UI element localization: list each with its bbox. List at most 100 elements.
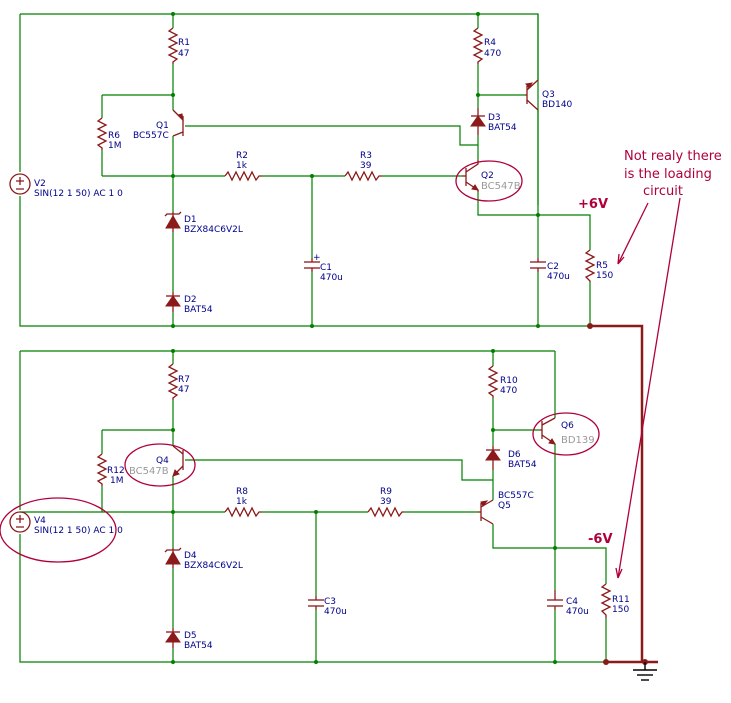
c4-capacitor: C4 470u (547, 590, 589, 617)
bottom-output-label: -6V (588, 532, 613, 547)
d1-zener: D1 BZX84C6V2L (164, 211, 243, 235)
r4-name: R4 (484, 38, 496, 48)
r2-value: 1k (236, 161, 248, 171)
d5-value: BAT54 (184, 641, 213, 651)
c4-name: C4 (566, 597, 578, 607)
d6-name: D6 (508, 450, 521, 460)
r11-resistor: R11 150 (600, 583, 630, 618)
note-line-3: circuit (643, 184, 683, 199)
q4-value: BC547B (129, 466, 169, 477)
r9-value: 39 (380, 497, 392, 507)
q6-name: Q6 (561, 421, 574, 431)
q1-value: BC557C (133, 131, 169, 141)
d4-name: D4 (184, 551, 197, 561)
r3-value: 39 (360, 161, 372, 171)
q6-value: BD139 (561, 435, 595, 446)
c3-capacitor: C3 470u (308, 596, 347, 617)
r5-name: R5 (596, 261, 608, 271)
r4-resistor: R4 470 (472, 27, 501, 64)
c3-name: C3 (324, 597, 336, 607)
c3-value: 470u (324, 607, 347, 617)
d3-name: D3 (488, 113, 501, 123)
r12-value: 1M (110, 476, 124, 486)
d6-value: BAT54 (508, 460, 537, 470)
loading-circuit-note: Not realy there is the loading circuit (624, 149, 722, 199)
d3-value: BAT54 (488, 123, 517, 133)
r3-resistor: R3 39 (344, 151, 382, 182)
d5-diode: D5 BAT54 (165, 628, 213, 651)
r11-value: 150 (612, 605, 629, 615)
c1-capacitor: + C1 470u (304, 253, 343, 283)
c2-name: C2 (547, 262, 559, 272)
r6-resistor: R6 1M (96, 117, 122, 151)
note-line-1: Not realy there (624, 149, 722, 164)
top-output-label: +6V (578, 197, 608, 212)
r10-value: 470 (500, 386, 517, 396)
v4-name: V4 (34, 516, 46, 526)
v2-source: V2 SIN(12 1 50) AC 1 0 (9, 173, 123, 199)
r8-name: R8 (236, 487, 248, 497)
r6-name: R6 (108, 131, 120, 141)
r11-name: R11 (612, 595, 630, 605)
c4-value: 470u (566, 607, 589, 617)
d5-name: D5 (184, 631, 197, 641)
bottom-junctions (171, 349, 609, 665)
q3-value: BD140 (542, 100, 573, 110)
ground-icon (633, 662, 657, 681)
d6-diode: D6 BAT54 (485, 446, 537, 470)
r12-name: R12 (107, 466, 125, 476)
d2-name: D2 (184, 295, 197, 305)
note-arrows (615, 197, 681, 579)
d1-value: BZX84C6V2L (184, 225, 243, 235)
q2-value: BC547B (481, 181, 521, 192)
r1-resistor: R1 47 (167, 27, 190, 64)
q5-transistor: BC557C Q5 (478, 491, 534, 525)
q3-transistor: Q3 BD140 (525, 79, 573, 111)
r7-value: 47 (178, 385, 189, 395)
r2-resistor: R2 1k (224, 151, 262, 182)
annotation-ellipses (0, 160, 600, 563)
r1-name: R1 (178, 38, 190, 48)
v4-value: SIN(12 1 50) AC 1 0 (34, 526, 123, 536)
d2-diode: D2 BAT54 (165, 292, 213, 315)
q4-name: Q4 (156, 456, 169, 466)
r1-value: 47 (178, 49, 189, 59)
r12-resistor: R12 1M (96, 453, 125, 486)
r5-value: 150 (596, 271, 613, 281)
d4-zener: D4 BZX84C6V2L (164, 547, 243, 571)
q6-transistor: Q6 BD139 (540, 417, 595, 446)
r2-name: R2 (236, 151, 248, 161)
q1-name: Q1 (156, 121, 169, 131)
c2-value: 470u (547, 272, 570, 282)
r5-resistor: R5 150 (584, 249, 613, 282)
c2-capacitor: C2 470u (530, 258, 570, 282)
c1-value: 470u (320, 273, 343, 283)
d3-diode: D3 BAT54 (470, 108, 517, 135)
v2-name: V2 (34, 179, 46, 189)
q2-transistor: Q2 BC547B (462, 160, 521, 192)
top-circuit: R1 47 R4 470 R6 1M R2 1k R3 39 (9, 12, 613, 329)
note-line-2: is the loading (624, 167, 712, 182)
r10-resistor: R10 470 (487, 365, 518, 398)
c1-plus: + (313, 253, 321, 263)
q3-name: Q3 (542, 90, 555, 100)
r7-name: R7 (178, 375, 190, 385)
r8-value: 1k (236, 497, 248, 507)
r4-value: 470 (484, 49, 501, 59)
c1-name: C1 (320, 263, 332, 273)
d4-value: BZX84C6V2L (184, 561, 243, 571)
v2-value: SIN(12 1 50) AC 1 0 (34, 189, 123, 199)
q5-value: BC557C (498, 491, 534, 501)
q2-name: Q2 (481, 171, 494, 181)
q5-name: Q5 (498, 501, 511, 511)
q4-transistor: Q4 BC547B (129, 445, 184, 477)
r8-resistor: R8 1k (224, 487, 262, 518)
r10-name: R10 (500, 376, 518, 386)
bottom-circuit: R7 47 R10 470 R12 1M R8 1k R9 39 (9, 349, 630, 665)
d1-name: D1 (184, 215, 197, 225)
d2-value: BAT54 (184, 305, 213, 315)
r6-value: 1M (108, 141, 122, 151)
q1-transistor: Q1 BC557C (133, 109, 184, 141)
r7-resistor: R7 47 (167, 363, 190, 400)
